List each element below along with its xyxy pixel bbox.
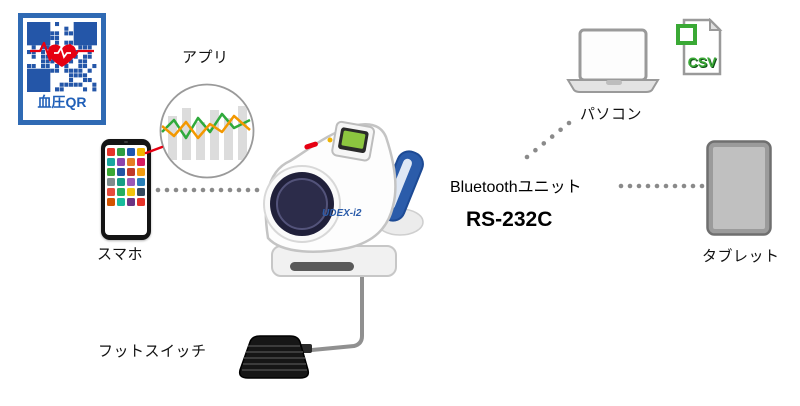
csv-file-icon: CSV CSV xyxy=(676,18,723,76)
red-mark xyxy=(304,141,318,150)
green-series-line xyxy=(161,112,251,140)
tablet-label: タブレット xyxy=(702,248,780,265)
smartphone-illustration xyxy=(101,139,151,240)
tablet-illustration xyxy=(706,140,772,236)
smartphone-label: スマホ xyxy=(97,246,144,263)
heart-ecg-icon xyxy=(54,45,71,59)
heart-icon xyxy=(48,44,76,67)
phone-screen xyxy=(105,145,147,235)
yellow-mark xyxy=(327,137,333,143)
orange-series-line xyxy=(161,114,251,140)
phone-camera-dot xyxy=(124,141,128,143)
footswitch-illustration xyxy=(238,335,312,379)
blood-pressure-qr-card: 血圧QR xyxy=(18,13,106,125)
app-chart-illustration xyxy=(159,83,255,179)
csv-text: CSV xyxy=(688,54,717,70)
csv-text-shadow: CSV xyxy=(689,55,718,71)
laptop-illustration xyxy=(566,28,660,93)
device-brand: UDEX-i2 xyxy=(322,208,362,219)
qr-pattern xyxy=(27,22,97,92)
bluetooth-unit-label: Bluetoothユニット xyxy=(450,179,582,196)
device-display xyxy=(331,120,376,162)
rs232c-label: RS-232C xyxy=(466,208,553,231)
footswitch-label: フットスイッチ xyxy=(98,343,207,360)
app-label: アプリ xyxy=(182,49,229,66)
qr-caption: 血圧QR xyxy=(37,94,87,110)
device-illustration: UDEX-i2 xyxy=(263,120,424,277)
app-grid xyxy=(105,145,147,209)
pc-label: パソコン xyxy=(580,106,643,123)
